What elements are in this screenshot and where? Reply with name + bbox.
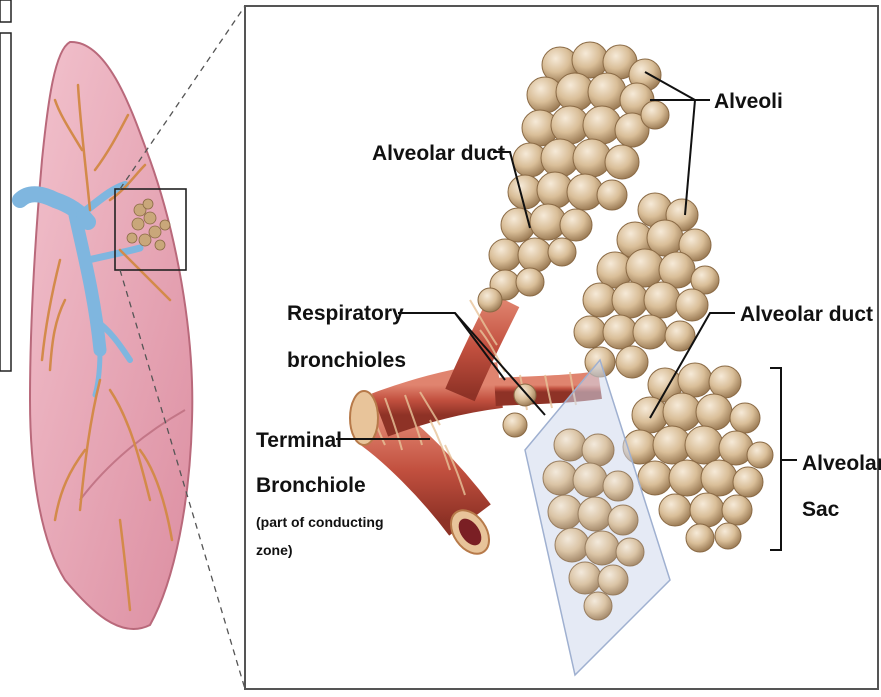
label-respiratory-line1: Respiratory (287, 302, 404, 325)
label-alveoli: Alveoli (714, 90, 783, 113)
label-conducting-line2: zone) (256, 542, 293, 558)
label-alveolar-sac-line2: Sac (802, 498, 840, 521)
lung-illustration (20, 42, 192, 629)
left-frame-fragments (0, 0, 11, 371)
label-alveolar-sac-line1: Alveolar (802, 452, 881, 475)
label-terminal-line1: Terminal (256, 429, 342, 452)
label-alveolar-duct-top: Alveolar duct (372, 142, 505, 165)
label-respiratory-line2: bronchioles (287, 349, 406, 372)
label-conducting-line1: (part of conducting (256, 514, 384, 530)
label-alveolar-duct-right: Alveolar duct (740, 303, 873, 326)
label-terminal-line2: Bronchiole (256, 474, 366, 497)
